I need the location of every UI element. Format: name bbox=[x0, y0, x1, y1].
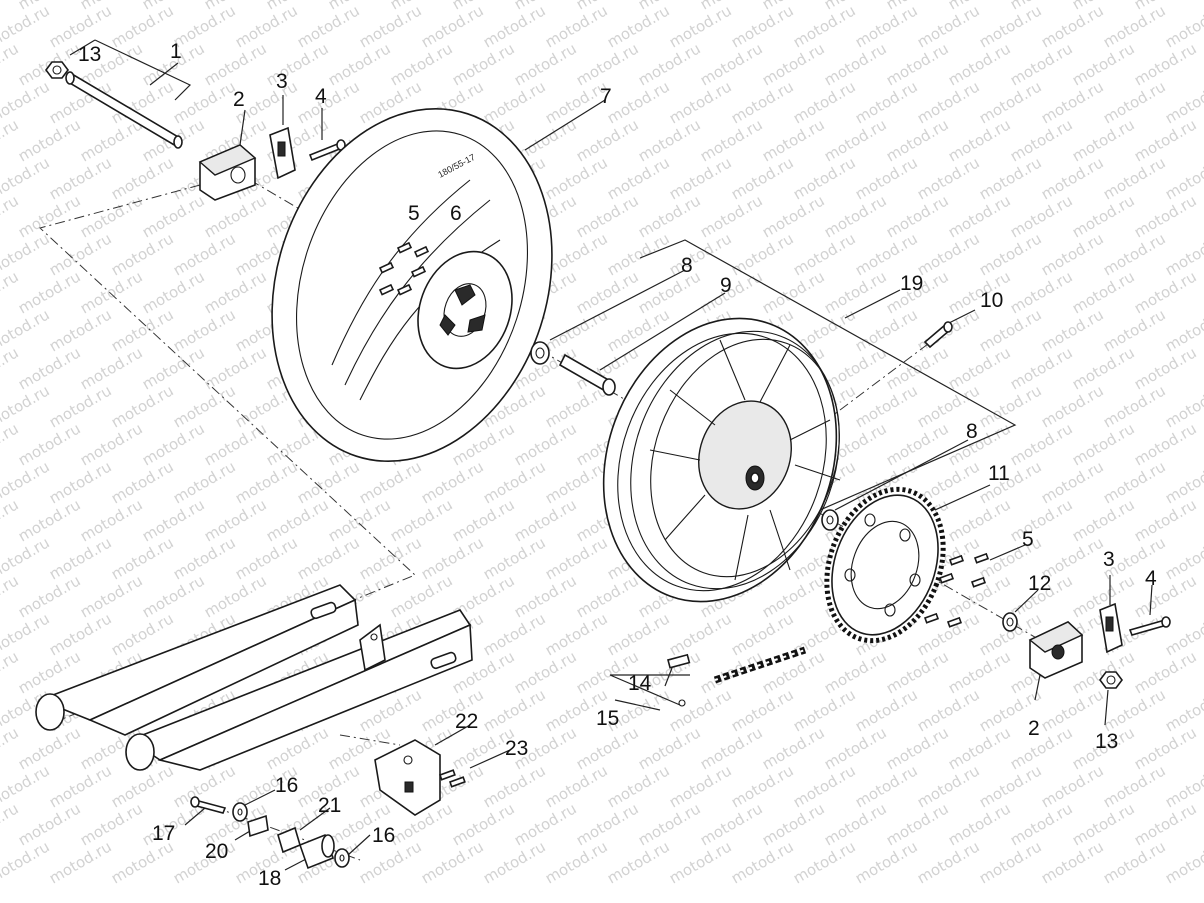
callout-3: 3 bbox=[276, 70, 288, 93]
callout-19: 19 bbox=[900, 272, 923, 295]
callout-14: 14 bbox=[628, 672, 652, 695]
callout-8: 8 bbox=[681, 254, 693, 277]
pivot-bolt bbox=[190, 796, 227, 814]
wheel-axle-sleeve bbox=[558, 353, 616, 396]
callout-6: 6 bbox=[450, 202, 462, 225]
swingarm bbox=[35, 584, 473, 771]
adjuster-plate-left bbox=[269, 126, 296, 180]
pivot-washer-left bbox=[232, 802, 248, 822]
drive-chain bbox=[713, 646, 807, 684]
adjuster-plate-right bbox=[1099, 602, 1123, 654]
tire-valve bbox=[923, 321, 953, 349]
callout-21: 21 bbox=[318, 794, 341, 817]
callout-2: 2 bbox=[233, 88, 245, 111]
callout-13: 13 bbox=[78, 43, 101, 66]
callout-5: 5 bbox=[408, 202, 420, 225]
callout-11: 11 bbox=[988, 462, 1010, 485]
wheel-spacer-left bbox=[530, 341, 550, 365]
callout-1: 1 bbox=[170, 40, 182, 63]
rear-axle bbox=[65, 71, 183, 149]
callout-16: 16 bbox=[275, 774, 298, 797]
disc-bolts bbox=[378, 241, 430, 296]
callout-17: 17 bbox=[152, 822, 175, 845]
callout-7: 7 bbox=[600, 85, 612, 108]
adjuster-bolt-right bbox=[1128, 616, 1171, 636]
axle-collar-right bbox=[1002, 612, 1018, 632]
chain-adjuster-block-right bbox=[1028, 621, 1084, 679]
callout-3: 3 bbox=[1103, 548, 1115, 571]
callout-4: 4 bbox=[1145, 567, 1157, 590]
callout-2: 2 bbox=[1028, 717, 1040, 740]
callout-22: 22 bbox=[455, 710, 478, 733]
axle-nut-right bbox=[1099, 671, 1123, 689]
callout-23: 23 bbox=[505, 737, 528, 760]
chain-master-link bbox=[667, 653, 691, 707]
leader-lines bbox=[69, 39, 1153, 871]
pivot-washer-right bbox=[334, 848, 350, 868]
callout-10: 10 bbox=[980, 289, 1003, 312]
callout-labels: 1 2 2 3 3 4 4 5 5 6 7 8 8 9 10 11 12 13 … bbox=[78, 40, 1157, 890]
callout-18: 18 bbox=[258, 867, 281, 890]
callout-4: 4 bbox=[315, 85, 327, 108]
callout-20: 20 bbox=[205, 840, 228, 863]
rear-wheel-rim bbox=[602, 317, 841, 603]
callout-5: 5 bbox=[1022, 528, 1034, 551]
sprocket-bolts bbox=[923, 552, 990, 628]
chain-guide-bolts bbox=[438, 769, 466, 788]
callout-8: 8 bbox=[966, 420, 978, 443]
chain-adjuster-block-left bbox=[198, 144, 257, 201]
pivot-bushing bbox=[298, 833, 335, 870]
callout-15: 15 bbox=[596, 707, 619, 730]
callout-13: 13 bbox=[1095, 730, 1118, 753]
wheel-spacer-right bbox=[821, 509, 839, 531]
chain-guide bbox=[374, 739, 441, 816]
callout-16: 16 bbox=[372, 824, 395, 847]
pivot-collar bbox=[247, 814, 269, 838]
callout-9: 9 bbox=[720, 274, 732, 297]
axle-nut-left bbox=[45, 61, 69, 79]
callout-12: 12 bbox=[1028, 572, 1051, 595]
brake-disc bbox=[417, 250, 513, 370]
rear-sprocket bbox=[824, 486, 946, 644]
